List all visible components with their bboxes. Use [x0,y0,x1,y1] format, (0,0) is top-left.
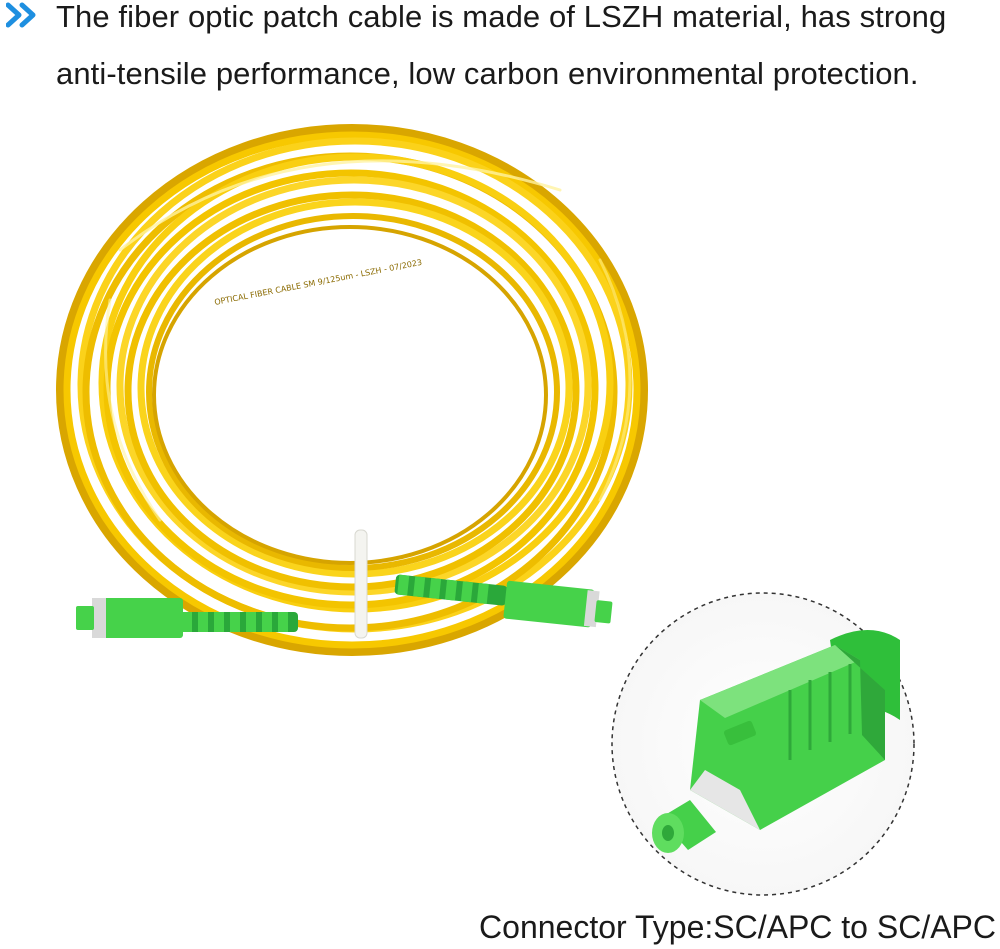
cable-tie [354,529,368,639]
connector-type-caption: Connector Type:SC/APC to SC/APC [479,909,996,945]
double-chevron-right-icon [6,2,36,28]
connector-zoom-detail [611,592,915,896]
headline-line-1: The fiber optic patch cable is made of L… [56,0,947,34]
product-photo: OPTICAL FIBER CABLE SM 9/125um - LSZH - … [56,124,915,896]
right-connector [394,574,613,628]
cable-print-text: OPTICAL FIBER CABLE SM 9/125um - LSZH - … [214,258,423,307]
cable-coil [56,124,648,656]
left-connector [76,598,298,638]
headline-line-2: anti-tensile performance, low carbon env… [56,56,919,91]
